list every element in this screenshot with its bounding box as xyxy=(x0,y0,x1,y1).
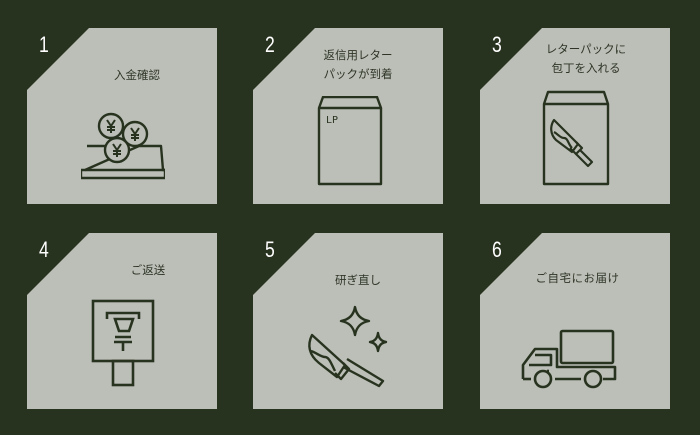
letterpack-label: LP xyxy=(326,115,339,126)
step-3: 3 レターパックに 包丁を入れる xyxy=(480,28,670,204)
step-number: 2 xyxy=(265,32,275,57)
step-number: 3 xyxy=(492,32,502,57)
step-number: 6 xyxy=(492,237,502,262)
step-5: 5 研ぎ直し xyxy=(253,233,443,409)
yen-coins-tray-icon xyxy=(81,110,165,182)
step-number: 4 xyxy=(39,237,49,262)
step-label: ご自宅にお届け xyxy=(535,271,620,285)
step-label: レターパックに 包丁を入れる xyxy=(545,42,627,75)
step-2: 2 返信用レター パックが到着 LP xyxy=(253,28,443,204)
step-label: ご返送 xyxy=(130,263,166,277)
step-number: 1 xyxy=(39,32,49,57)
sharpened-knife-sparkle-icon xyxy=(297,305,397,389)
letterpack-envelope-icon: LP xyxy=(315,96,385,186)
step-4: 4 ご返送 xyxy=(27,233,217,409)
step-6: 6 ご自宅にお届け xyxy=(480,233,670,409)
envelope-with-knife-icon xyxy=(540,90,612,186)
step-1: 1 入金確認 xyxy=(27,28,217,204)
step-number: 5 xyxy=(265,237,275,262)
step-label: 返信用レター パックが到着 xyxy=(323,48,393,81)
step-label: 研ぎ直し xyxy=(335,273,381,287)
step-label: 入金確認 xyxy=(114,68,160,82)
delivery-truck-icon xyxy=(521,329,617,391)
postbox-icon xyxy=(91,299,155,387)
